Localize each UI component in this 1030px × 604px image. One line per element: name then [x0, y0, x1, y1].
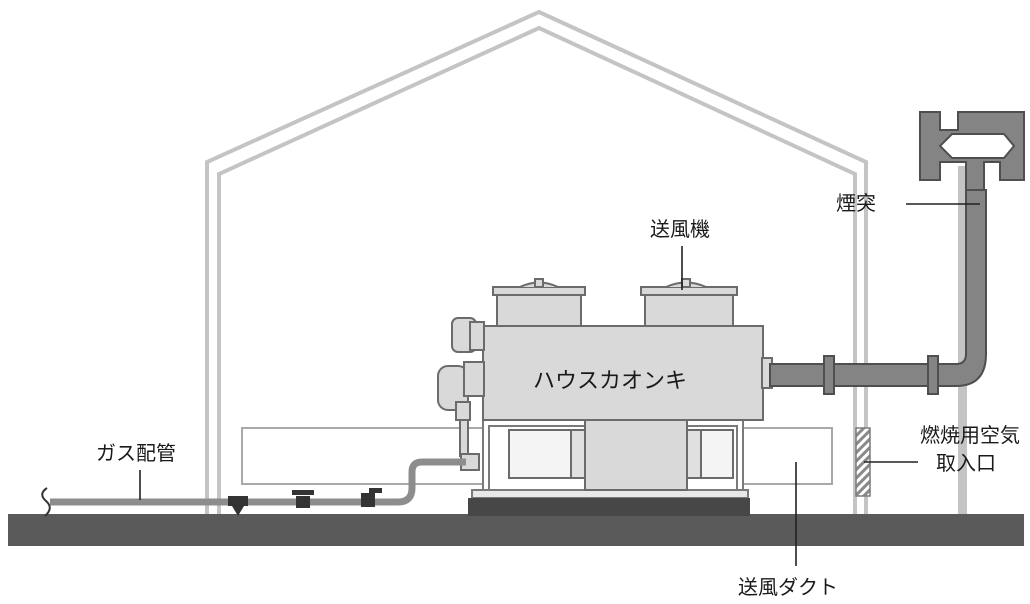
- greenhouse-outline: [205, 9, 868, 514]
- duct-label: 送風ダクト: [738, 575, 838, 599]
- blower-right: [640, 278, 738, 328]
- gas-strainer: [228, 496, 248, 516]
- chimney-cap: [919, 111, 1025, 191]
- blower-label: 送風機: [650, 217, 710, 241]
- air-intake-label-line1: 燃焼用空気: [920, 423, 1020, 447]
- heater-label: ハウスカオンキ: [533, 369, 688, 394]
- pipe-break-symbol: [41, 487, 51, 517]
- chimney-support-pole: [958, 166, 967, 514]
- blower-left: [492, 278, 586, 328]
- ground: [8, 514, 1024, 546]
- gas-pipe-label: ガス配管: [96, 441, 176, 465]
- gas-pipe: [50, 458, 466, 506]
- burner-assembly: [437, 317, 485, 471]
- air-intake-label-line2: 取入口: [936, 451, 996, 475]
- chimney-label: 煙突: [836, 191, 876, 215]
- base-plinth: [468, 498, 750, 516]
- gas-valve: [292, 490, 314, 508]
- lower-chamber: [508, 419, 734, 491]
- heater-body: [482, 325, 764, 421]
- gas-cock: [361, 488, 382, 507]
- leader-lines: [139, 203, 980, 566]
- flue-pipe: [761, 189, 987, 395]
